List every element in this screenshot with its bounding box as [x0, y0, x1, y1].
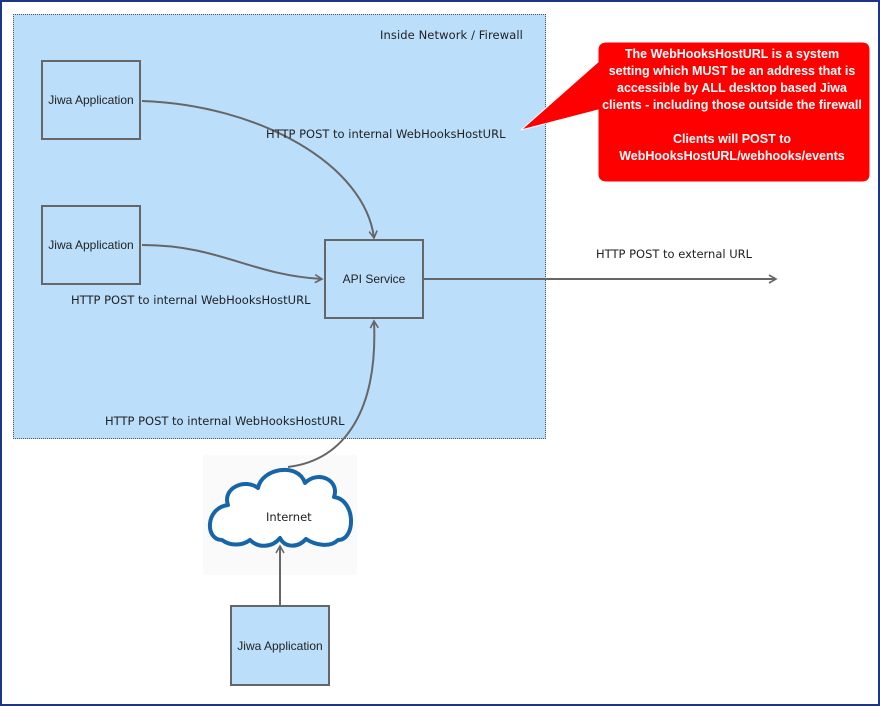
callout-line: The WebHooksHostURL is a system — [624, 47, 840, 61]
internet-label: Internet — [266, 510, 312, 524]
callout-line: setting which MUST be an address that is — [608, 64, 856, 78]
api-service-node[interactable]: API Service — [324, 239, 424, 319]
jiwa-application-node-2[interactable]: Jiwa Application — [41, 205, 141, 285]
callout-line: accessible by ALL desktop based Jiwa — [617, 81, 847, 95]
callout-line: Clients will POST to — [672, 132, 792, 146]
callout-line: clients - including those outside the fi… — [602, 98, 862, 112]
node-label: Jiwa Application — [48, 238, 134, 252]
callout-text: The WebHooksHostURL is a system setting … — [598, 46, 866, 165]
node-label: API Service — [342, 272, 406, 286]
edge-label-external: HTTP POST to external URL — [596, 247, 753, 261]
callout-line: WebHooksHostURL/webhooks/events — [619, 149, 845, 163]
node-label: Jiwa Application — [48, 93, 134, 107]
edge-label-app1: HTTP POST to internal WebHooksHostURL — [266, 127, 506, 141]
jiwa-application-node-external[interactable]: Jiwa Application — [230, 605, 330, 686]
edge-label-app2: HTTP POST to internal WebHooksHostURL — [71, 293, 311, 307]
firewall-region-label: Inside Network / Firewall — [380, 28, 523, 42]
node-label: Jiwa Application — [237, 638, 323, 653]
jiwa-application-node-1[interactable]: Jiwa Application — [41, 60, 141, 140]
edge-label-internet: HTTP POST to internal WebHooksHostURL — [105, 414, 345, 428]
